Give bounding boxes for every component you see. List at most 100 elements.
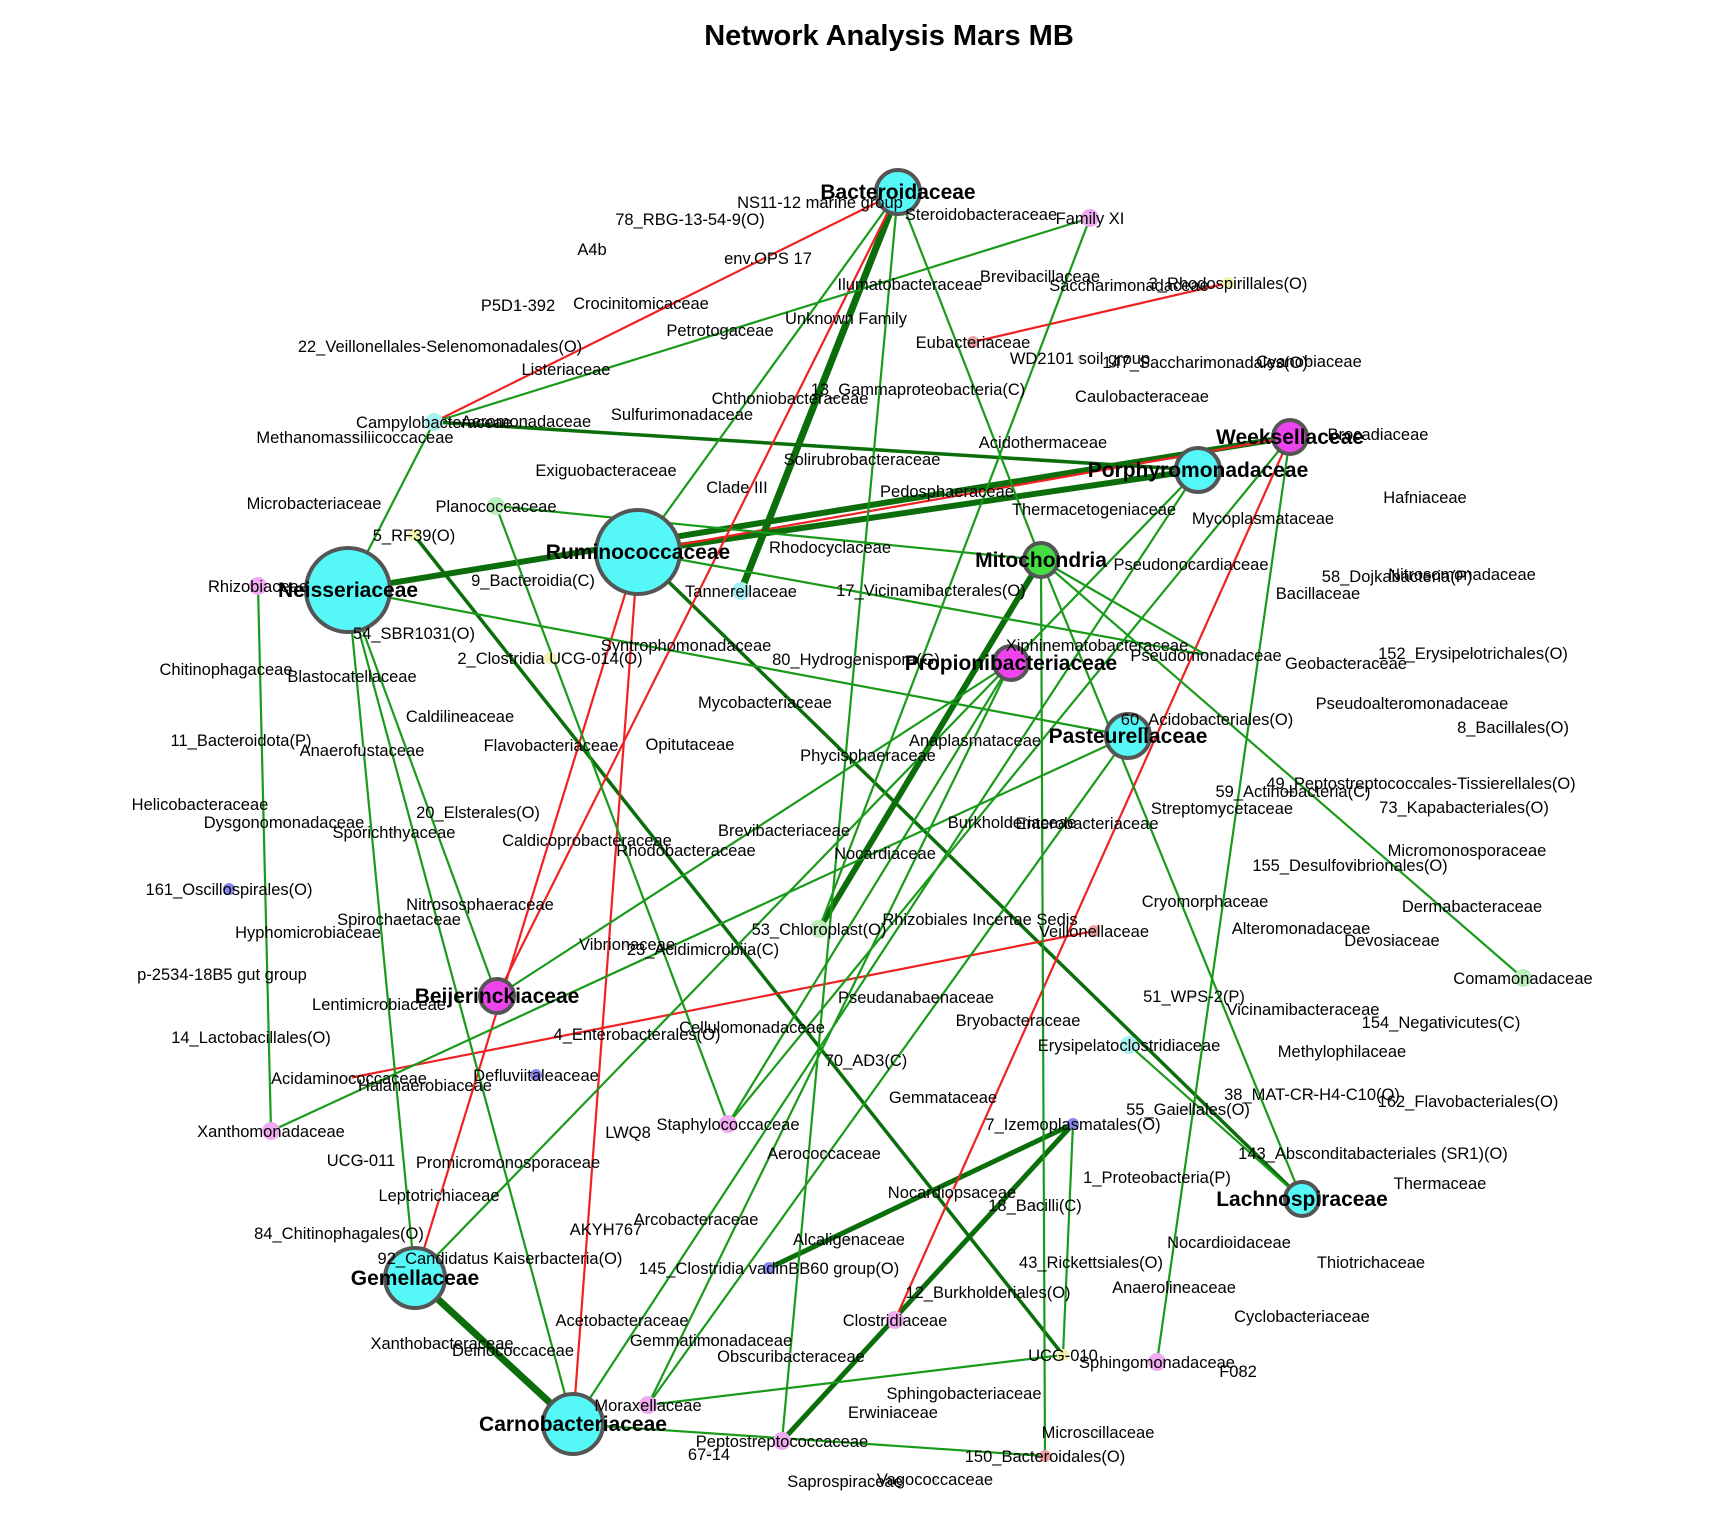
node-Lentimicrobiaceae[interactable] bbox=[375, 1000, 383, 1008]
node-Gaiellales55[interactable] bbox=[1184, 1105, 1192, 1113]
node-Exiguo[interactable] bbox=[602, 466, 610, 474]
node-Syntrophomonadaceae[interactable] bbox=[682, 641, 690, 649]
node-Dermabacteraceae[interactable] bbox=[1468, 902, 1476, 910]
node-Mitochondria[interactable] bbox=[1022, 541, 1060, 579]
node-Bacillaceae[interactable] bbox=[1314, 589, 1322, 597]
node-Bryobacteraceae[interactable] bbox=[1014, 1016, 1022, 1024]
node-Sporichthyaceae[interactable] bbox=[390, 828, 398, 836]
node-Actinobacteria59[interactable] bbox=[1289, 787, 1297, 795]
node-UCG010[interactable] bbox=[1057, 1349, 1069, 1361]
node-Sulfurimonadaceae[interactable] bbox=[678, 410, 686, 418]
node-ClostridiaUCG014[interactable] bbox=[544, 652, 556, 664]
node-Veillonellales22[interactable] bbox=[436, 342, 444, 350]
node-Brocadiaceae[interactable] bbox=[1374, 430, 1382, 438]
node-Halanaerobiaceae[interactable] bbox=[421, 1081, 429, 1089]
node-Erwiniaceae[interactable] bbox=[889, 1408, 897, 1416]
node-Nitrososphaeraceae[interactable] bbox=[476, 900, 484, 908]
node-AKYH767[interactable] bbox=[602, 1225, 610, 1233]
node-Caulobacteraceae[interactable] bbox=[1138, 392, 1146, 400]
node-Xanthomonadaceae[interactable] bbox=[262, 1122, 280, 1140]
node-Arcobacteraceae[interactable] bbox=[692, 1215, 700, 1223]
node-Lactobacillales14[interactable] bbox=[247, 1033, 255, 1041]
node-Defluviitaleaceae[interactable] bbox=[530, 1069, 542, 1081]
node-Bacillales8[interactable] bbox=[1509, 723, 1517, 731]
node-Bacteroidota11[interactable] bbox=[237, 736, 245, 744]
node-Kaiserbacteria92[interactable] bbox=[496, 1254, 504, 1262]
node-Erysipelotrichales152[interactable] bbox=[1469, 649, 1477, 657]
node-Aeromonadaceae[interactable] bbox=[522, 417, 530, 425]
node-Microbacteriaceae[interactable] bbox=[310, 499, 318, 507]
node-Alcaligenaceae[interactable] bbox=[845, 1235, 853, 1243]
node-Aerococcaceae[interactable] bbox=[820, 1149, 828, 1157]
node-Nocardiaceae[interactable] bbox=[881, 849, 889, 857]
node-Cellulomonadaceae[interactable] bbox=[748, 1023, 756, 1031]
node-Lachnospiraceae[interactable] bbox=[1283, 1180, 1321, 1218]
node-Blastocatellaceae[interactable] bbox=[348, 672, 356, 680]
node-Phycisphaeraceae[interactable] bbox=[864, 751, 872, 759]
node-Opitutaceae[interactable] bbox=[686, 740, 694, 748]
node-Erysipelatoclostridiaceae[interactable] bbox=[1120, 1036, 1138, 1054]
node-Rhodocyclaceae[interactable] bbox=[826, 543, 834, 551]
node-p2534[interactable] bbox=[218, 970, 226, 978]
node-Saprospiraceae[interactable] bbox=[841, 1477, 849, 1485]
node-Planococcaceae[interactable] bbox=[487, 497, 505, 515]
node-Absconditabacteriales143[interactable] bbox=[1369, 1149, 1377, 1157]
node-RBG78[interactable] bbox=[686, 215, 694, 223]
node-ClostridiaVadin145[interactable] bbox=[763, 1262, 775, 1274]
node-Eubacteriaceae[interactable] bbox=[967, 336, 979, 348]
node-envOPS[interactable] bbox=[764, 254, 772, 262]
node-Dysgonomonadaceae[interactable] bbox=[280, 818, 288, 826]
node-Vicinamibacteraceae[interactable] bbox=[1299, 1005, 1307, 1013]
node-n6714[interactable] bbox=[705, 1450, 713, 1458]
node-Petrotoga[interactable] bbox=[716, 326, 724, 334]
node-Bacteroidia9[interactable] bbox=[529, 576, 537, 584]
node-Enterobacteriaceae[interactable] bbox=[1083, 819, 1091, 827]
node-Hydrogenispora80[interactable] bbox=[852, 655, 860, 663]
node-Pseudomonadaceae[interactable] bbox=[1202, 651, 1210, 659]
node-Helicobacteraceae[interactable] bbox=[196, 800, 204, 808]
node-Caldilineaceae[interactable] bbox=[456, 712, 464, 720]
node-Pedosphaeraceae[interactable] bbox=[943, 487, 951, 495]
node-Xiphinematobacteraceae[interactable] bbox=[1093, 641, 1101, 649]
node-Spirochaetaceae[interactable] bbox=[395, 915, 403, 923]
node-Brevibacteriaceae[interactable] bbox=[780, 826, 788, 834]
node-Microscillaceae[interactable] bbox=[1094, 1428, 1102, 1436]
node-Anaerofustaceae[interactable] bbox=[358, 746, 366, 754]
node-Vagococcaceae[interactable] bbox=[931, 1475, 939, 1483]
node-Burkholderiaceae[interactable] bbox=[1008, 818, 1016, 826]
node-MATCR[interactable] bbox=[1308, 1090, 1316, 1098]
node-A4b[interactable] bbox=[588, 245, 596, 253]
node-Brevibacillaceae[interactable] bbox=[1036, 272, 1044, 280]
node-NS11[interactable] bbox=[816, 198, 824, 206]
node-Flavobacteriaceae[interactable] bbox=[547, 741, 555, 749]
node-Peptostreptococcaceae[interactable] bbox=[773, 1432, 791, 1450]
node-Clostridiaceae[interactable] bbox=[886, 1311, 904, 1329]
node-Campylobacteraceae[interactable] bbox=[425, 413, 443, 431]
node-Solirubro[interactable] bbox=[858, 455, 866, 463]
node-Saccharimonadales147[interactable] bbox=[1201, 358, 1209, 366]
node-Acidimicrobiia23[interactable] bbox=[699, 945, 707, 953]
node-Leptotrichiaceae[interactable] bbox=[435, 1191, 443, 1199]
node-Anaerolineaceae[interactable] bbox=[1170, 1283, 1178, 1291]
node-Obscuribacteraceae[interactable] bbox=[787, 1352, 795, 1360]
node-Xanthobacteraceae[interactable] bbox=[438, 1339, 446, 1347]
node-Thermaceae[interactable] bbox=[1436, 1179, 1444, 1187]
node-Chitinophagaceae[interactable] bbox=[222, 665, 230, 673]
node-Hafniaceae[interactable] bbox=[1421, 493, 1429, 501]
node-Rhodobacteraceae[interactable] bbox=[682, 846, 690, 854]
node-Caldicoprobacteraceae[interactable] bbox=[583, 836, 591, 844]
node-Unknown[interactable] bbox=[842, 314, 850, 322]
node-Rickettsiales43[interactable] bbox=[1087, 1258, 1095, 1266]
node-Kapabacteriales73[interactable] bbox=[1460, 803, 1468, 811]
node-UCG011[interactable] bbox=[357, 1156, 365, 1164]
node-WPS2[interactable] bbox=[1190, 992, 1198, 1000]
node-Bacteroidales150[interactable] bbox=[1039, 1450, 1051, 1462]
node-Izemoplasmatales7[interactable] bbox=[1067, 1118, 1079, 1130]
node-Thiotrichaceae[interactable] bbox=[1367, 1258, 1375, 1266]
node-Beijerinckiaceae[interactable] bbox=[478, 977, 516, 1015]
node-Dojkabacteria58[interactable] bbox=[1393, 572, 1401, 580]
node-Nocardiopsaceae[interactable] bbox=[948, 1188, 956, 1196]
node-Saccharimono[interactable] bbox=[1125, 281, 1133, 289]
node-Sphingobacteriaceae[interactable] bbox=[960, 1389, 968, 1397]
node-Devosiaceae[interactable] bbox=[1388, 936, 1396, 944]
